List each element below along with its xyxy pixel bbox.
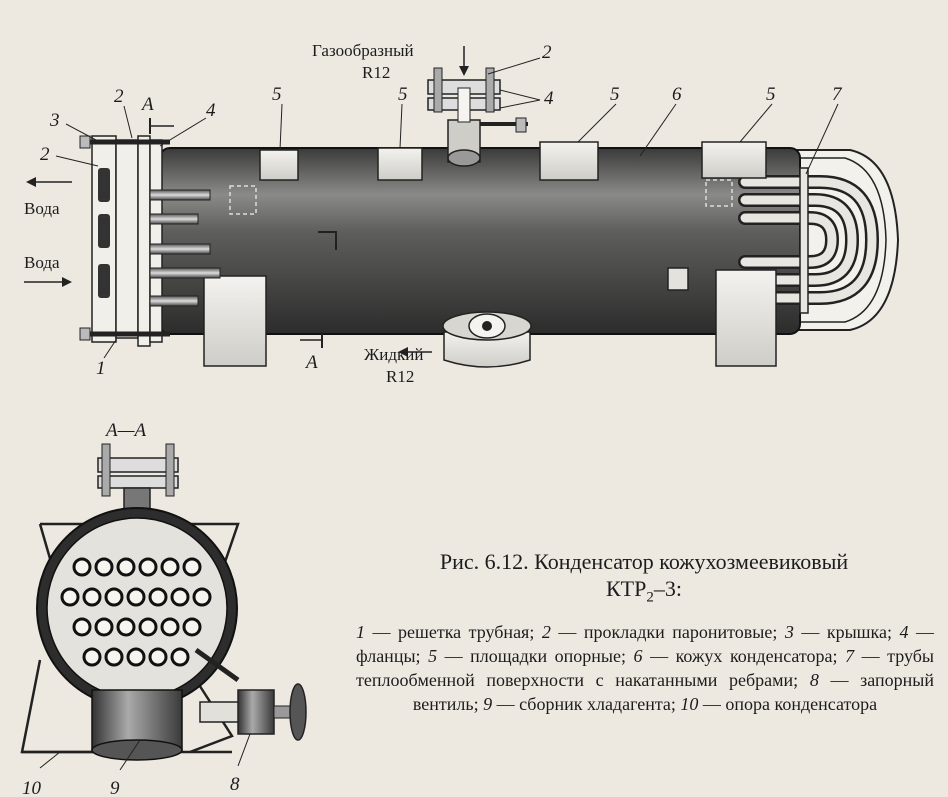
callout-4-top: 4: [544, 88, 554, 109]
tube-grid: [60, 557, 212, 667]
side-view: Газообразный R12 Жидкий R12 Вода Вода А …: [24, 41, 900, 386]
liquid-outlet-label: Жидкий: [364, 345, 423, 364]
legend-item-4: 4 — фланцы;: [356, 622, 934, 666]
section-view: А—А: [20, 420, 307, 797]
shutoff-valve: [194, 647, 307, 767]
gas-inlet-name: R12: [362, 63, 390, 82]
left-head: [79, 135, 221, 347]
callout-3: 3: [49, 110, 60, 131]
water-out-label: Вода: [24, 199, 60, 218]
water-in-label: Вода: [24, 253, 60, 272]
legend-item-8: 8 — запорный вентиль;: [412, 670, 934, 714]
callout-5-a: 5: [272, 84, 282, 105]
callout-9: 9: [110, 778, 120, 797]
figure-caption: Рис. 6.12. Конденсатор кожухозмеевиковый…: [352, 548, 936, 611]
legend-item-2: 2 — прокладки паронитовые;: [541, 622, 785, 642]
legend-item-10: 10 — опора конденсатора: [680, 694, 878, 714]
support-pad-4: [701, 141, 767, 179]
support-foot-right: [715, 269, 777, 367]
callout-1: 1: [96, 358, 106, 379]
callout-5-c: 5: [610, 84, 620, 105]
callout-2-top: 2: [542, 42, 552, 63]
callout-6: 6: [672, 84, 682, 105]
callout-2-head: 2: [114, 86, 124, 107]
callout-5-d: 5: [766, 84, 776, 105]
callout-4-head: 4: [206, 100, 216, 121]
legend-item-7: 7 — трубы теплообменной поверхности с на…: [356, 646, 934, 690]
support-foot-left: [203, 275, 267, 367]
liquid-outlet: [442, 311, 532, 368]
legend-item-1: 1 — решетка трубная;: [356, 622, 542, 642]
gas-inlet: [427, 67, 528, 167]
callout-2-left: 2: [40, 144, 50, 165]
support-pad-3: [539, 141, 599, 181]
support-pad-2: [377, 147, 423, 181]
section-title: А—А: [104, 420, 147, 441]
callout-10: 10: [22, 778, 42, 797]
legend-item-3: 3 — крышка;: [784, 622, 900, 642]
caption-model: КТР2–3:: [606, 576, 682, 606]
gas-inlet-label: Газообразный: [312, 41, 414, 60]
section-mark-top: А: [140, 94, 154, 115]
callout-7: 7: [832, 84, 843, 105]
section-mark-bottom: А: [304, 352, 318, 373]
figure-legend: 1 — решетка трубная; 2 — прокладки парон…: [356, 620, 934, 716]
liquid-outlet-name: R12: [386, 367, 414, 386]
u-tubes: [738, 167, 880, 314]
callout-8: 8: [230, 774, 240, 795]
caption-title: Рис. 6.12. Конденсатор кожухозмеевиковый: [439, 549, 849, 574]
legend-item-6: 6 — кожух конденсатора;: [633, 646, 846, 666]
support-pad-1: [259, 149, 299, 181]
callout-5-b: 5: [398, 84, 408, 105]
legend-item-9: 9 — сборник хладагента;: [483, 694, 681, 714]
legend-item-5: 5 — площадки опорные;: [428, 646, 634, 666]
